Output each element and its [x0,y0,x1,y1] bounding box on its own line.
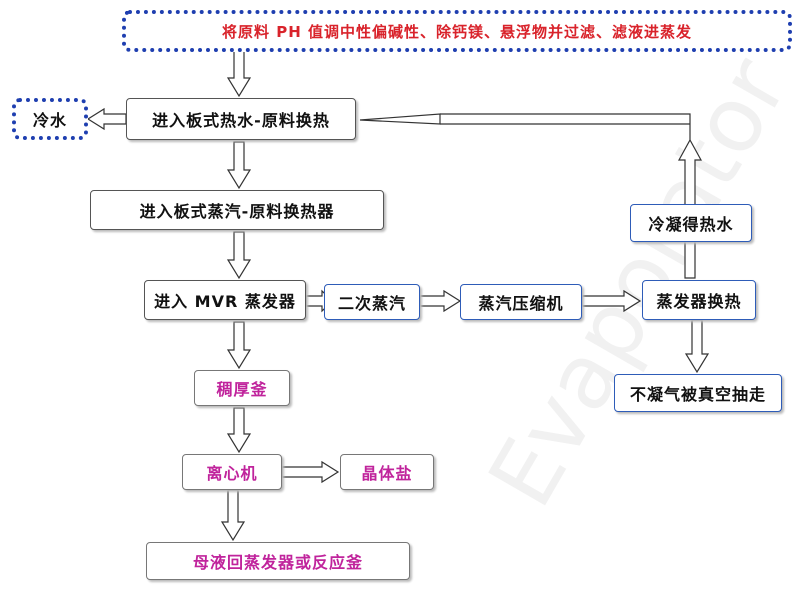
arrow-top-to-plate-water [226,49,252,98]
arrow-secondary-to-compressor [419,289,462,313]
arrow-centrifuge-to-mother-liquor [220,489,246,542]
plate-water-exchange-text: 进入板式热水-原料换热 [152,111,330,130]
condensed-hot-water-box: 冷凝得热水 [630,204,752,242]
mvr-evaporator-text: 进入 MVR 蒸发器 [154,292,296,311]
thickener-box: 稠厚釜 [194,370,290,406]
arrow-plate-water-to-plate-steam [226,141,252,190]
centrifuge-text: 离心机 [206,464,258,483]
secondary-steam-text: 二次蒸汽 [337,294,406,313]
plate-steam-exchange-box: 进入板式蒸汽-原料换热器 [90,190,384,230]
evaporator-heat-exchange-box: 蒸发器换热 [642,280,756,320]
noncondensable-gas-box: 不凝气被真空抽走 [614,374,782,412]
arrow-mvr-to-thickener [226,321,252,370]
plate-steam-exchange-text: 进入板式蒸汽-原料换热器 [139,202,335,221]
evaporator-heat-exchange-text: 蒸发器换热 [656,292,742,311]
arrow-heat-exchange-to-gas [684,319,710,374]
steam-compressor-text: 蒸汽压缩机 [478,294,564,313]
plate-water-exchange-box: 进入板式热水-原料换热 [126,98,356,140]
crystal-salt-text: 晶体盐 [361,464,413,483]
top-instruction-box: 将原料 PH 值调中性偏碱性、除钙镁、悬浮物并过滤、滤液进蒸发 [122,10,792,52]
crystal-salt-box: 晶体盐 [340,454,434,490]
arrow-compressor-to-heat-exchange [581,289,642,313]
mother-liquor-box: 母液回蒸发器或反应釜 [146,542,410,580]
cold-water-box: 冷水 [12,98,88,140]
arrow-centrifuge-to-crystal [281,460,340,484]
arrow-thickener-to-centrifuge [226,407,252,454]
cold-water-text: 冷水 [32,111,67,130]
arrow-plate-water-to-cold [86,107,127,131]
mother-liquor-text: 母液回蒸发器或反应釜 [192,553,363,572]
noncondensable-gas-text: 不凝气被真空抽走 [629,385,766,404]
thickener-text: 稠厚釜 [216,380,268,399]
condensed-hot-water-text: 冷凝得热水 [648,215,734,234]
steam-compressor-box: 蒸汽压缩机 [460,284,582,320]
mvr-evaporator-box: 进入 MVR 蒸发器 [144,280,306,320]
arrow-plate-steam-to-mvr [226,231,252,280]
return-line [359,113,691,140]
centrifuge-box: 离心机 [182,454,282,490]
top-instruction-text: 将原料 PH 值调中性偏碱性、除钙镁、悬浮物并过滤、滤液进蒸发 [222,22,692,41]
secondary-steam-box: 二次蒸汽 [324,284,420,320]
